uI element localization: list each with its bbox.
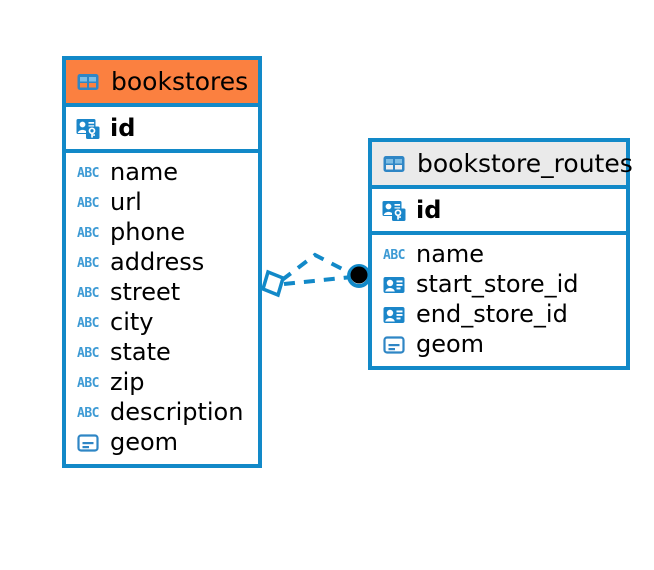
geometry-field-icon	[381, 332, 407, 358]
field-row[interactable]: ABC url	[66, 188, 258, 218]
foreign-key-icon	[381, 302, 407, 328]
filled-circle-marker-icon	[347, 264, 371, 288]
foreign-key-icon	[381, 272, 407, 298]
field-label: start_store_id	[416, 270, 579, 299]
text-field-icon: ABC	[383, 247, 405, 263]
text-field-icon: ABC	[77, 315, 99, 331]
field-row[interactable]: ABC street	[66, 278, 258, 308]
field-label: state	[110, 338, 171, 367]
field-row[interactable]: ABC address	[66, 248, 258, 278]
field-label: description	[110, 398, 244, 427]
field-row[interactable]: start_store_id	[372, 270, 626, 300]
geometry-field-icon	[75, 430, 101, 456]
field-row[interactable]: ABC zip	[66, 368, 258, 398]
text-field-icon: ABC	[77, 345, 99, 361]
field-row[interactable]: geom	[372, 330, 626, 360]
text-field-icon: ABC	[77, 375, 99, 391]
field-label: geom	[110, 428, 179, 457]
field-row[interactable]: ABC phone	[66, 218, 258, 248]
field-label: phone	[110, 218, 186, 247]
field-label: end_store_id	[416, 300, 568, 329]
relationship-line-straight	[283, 275, 353, 286]
field-row[interactable]: ABC city	[66, 308, 258, 338]
field-row[interactable]: geom	[66, 428, 258, 458]
polygon-marker-icon	[260, 269, 286, 298]
table-icon	[75, 69, 101, 95]
entity-header-bookstore-routes[interactable]: bookstore_routes	[372, 142, 633, 185]
field-label: city	[110, 308, 154, 337]
text-field-icon: ABC	[77, 255, 99, 271]
field-label: id	[416, 196, 442, 224]
primary-key-icon	[381, 197, 407, 223]
field-row[interactable]: ABC name	[66, 158, 258, 188]
field-label: name	[110, 158, 179, 187]
text-field-icon: ABC	[77, 165, 99, 181]
field-label: name	[416, 240, 485, 269]
field-row[interactable]: end_store_id	[372, 300, 626, 330]
text-field-icon: ABC	[77, 195, 99, 211]
field-label: street	[110, 278, 181, 307]
text-field-icon: ABC	[77, 225, 99, 241]
primary-key-icon	[75, 115, 101, 141]
field-row[interactable]: ABC description	[66, 398, 258, 428]
field-label: url	[110, 188, 142, 217]
entity-title: bookstores	[111, 67, 249, 96]
field-row[interactable]: ABC state	[66, 338, 258, 368]
entity-title: bookstore_routes	[417, 149, 633, 178]
field-label: geom	[416, 330, 485, 359]
field-row[interactable]: ABC name	[372, 240, 626, 270]
text-field-icon: ABC	[77, 405, 99, 421]
entity-header-bookstores[interactable]: bookstores	[66, 60, 258, 103]
relationship-line-arc	[280, 252, 353, 282]
field-label: id	[110, 114, 136, 142]
table-icon	[381, 151, 407, 177]
field-row-primary-key[interactable]: id	[372, 185, 626, 235]
field-label: zip	[110, 368, 145, 397]
field-label: address	[110, 248, 205, 277]
text-field-icon: ABC	[77, 285, 99, 301]
field-row-primary-key[interactable]: id	[66, 103, 258, 153]
